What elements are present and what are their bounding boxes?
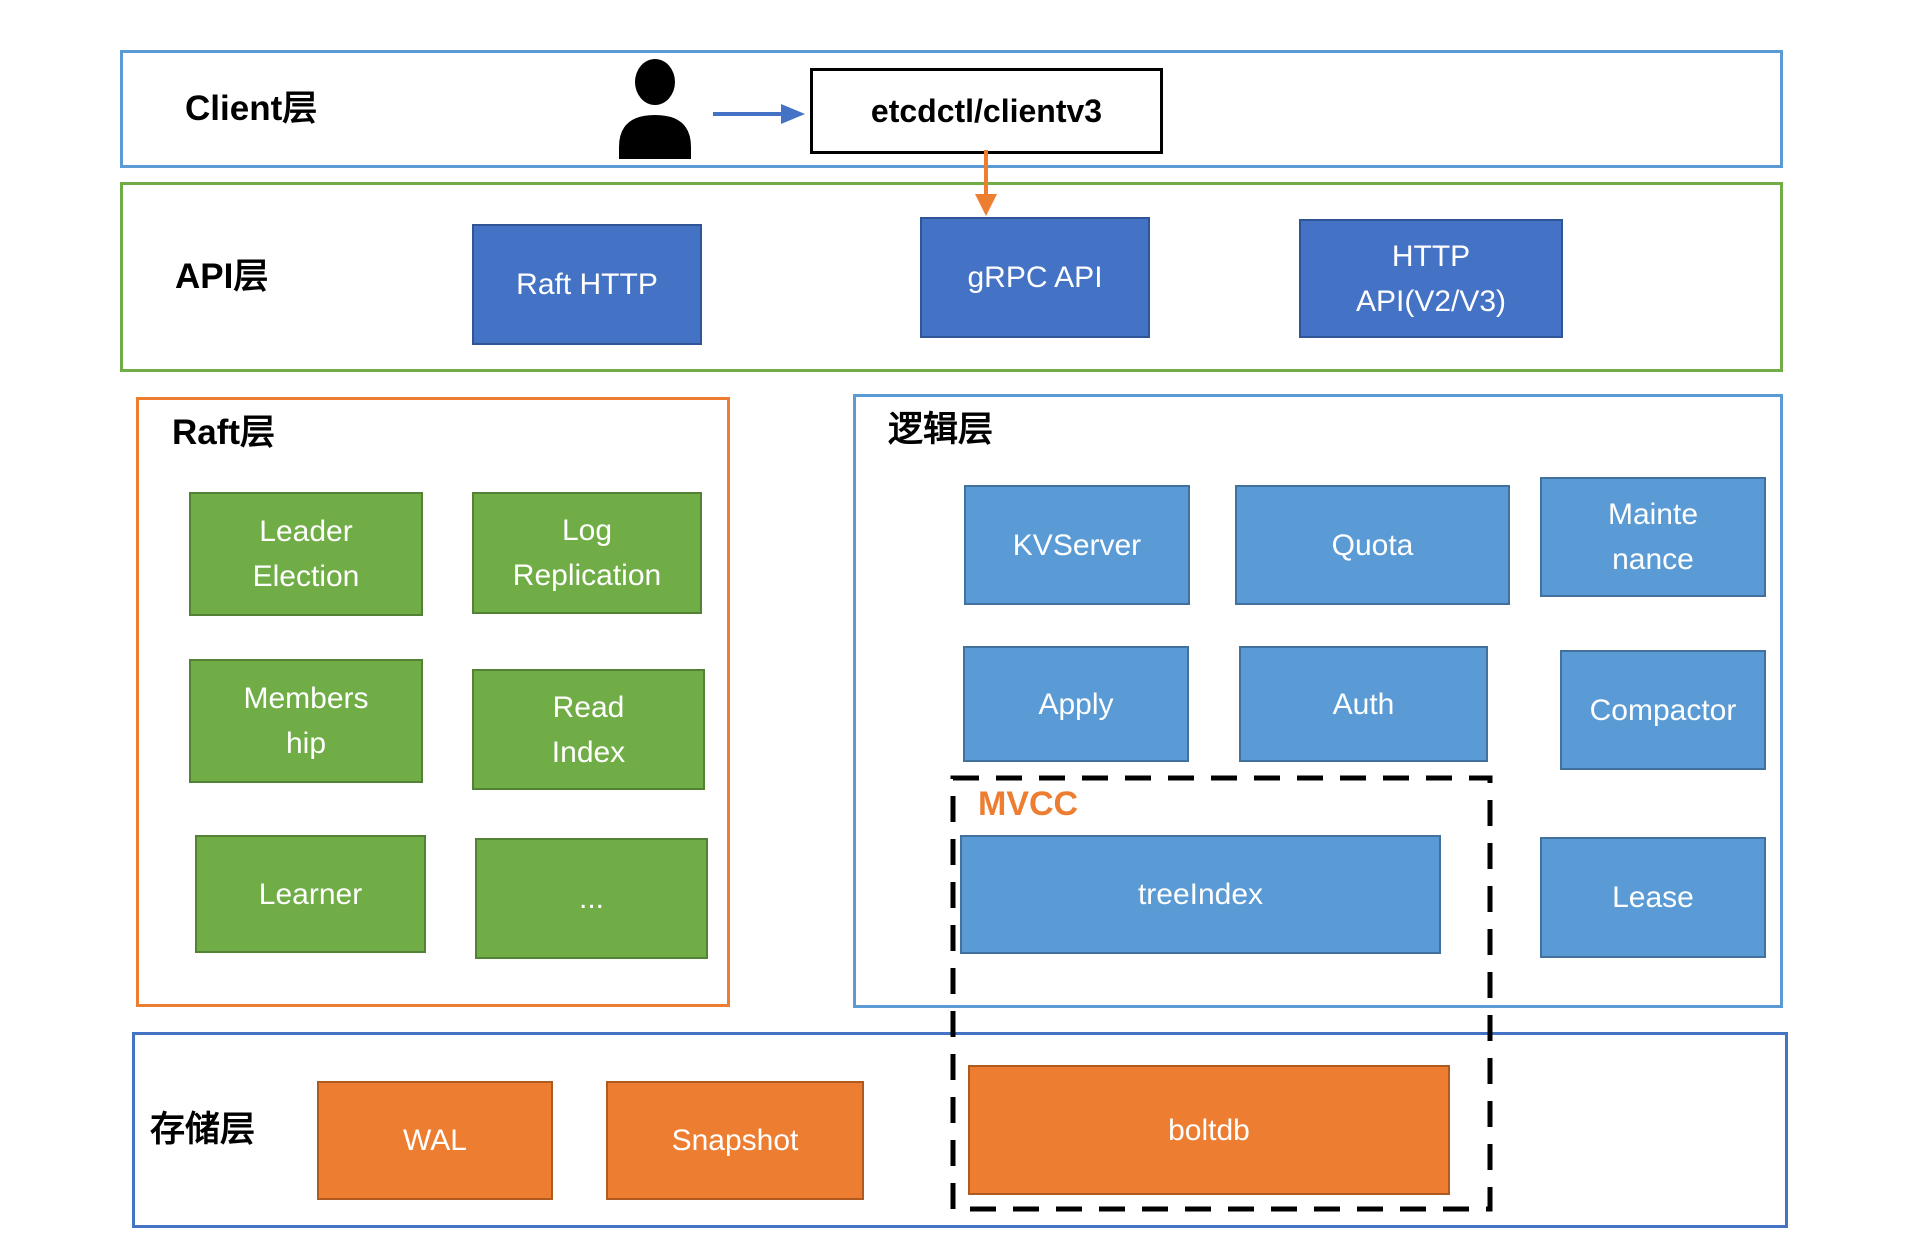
kvserver-node: KVServer [964,485,1190,605]
logic-layer-title: 逻辑层 [888,410,994,449]
etcdctl-clientv3-box: etcdctl/clientv3 [810,68,1163,154]
quota-node: Quota [1235,485,1510,605]
wal-node: WAL [317,1081,553,1200]
user-icon [619,59,691,159]
client-layer: Client层 etcdctl/clientv3 [120,50,1783,168]
read-index-node: Read Index [472,669,705,790]
maintenance-node: Mainte nance [1540,477,1766,597]
grpc-api-node: gRPC API [920,217,1150,338]
raft-http-node: Raft HTTP [472,224,702,345]
mvcc-label: MVCC [978,785,1079,823]
auth-node: Auth [1239,646,1488,762]
more-node: ... [475,838,708,959]
membership-node: Members hip [189,659,423,783]
api-layer-title: API层 [175,256,269,296]
http-api-node: HTTP API(V2/V3) [1299,219,1563,338]
compactor-node: Compactor [1560,650,1766,770]
apply-node: Apply [963,646,1189,762]
leader-election-node: Leader Election [189,492,423,616]
api-layer: API层 Raft HTTP gRPC API HTTP API(V2/V3) [120,182,1783,372]
learner-node: Learner [195,835,426,953]
logic-layer: 逻辑层 KVServer Quota Mainte nance Apply Au… [853,394,1783,1212]
arrow-right-icon [713,104,805,124]
mvcc-group: MVCC treeIndex [950,775,1493,1212]
client-layer-title: Client层 [185,88,318,128]
snapshot-node: Snapshot [606,1081,864,1200]
raft-layer: Raft层 Leader Election Log Replication Me… [136,397,730,1007]
storage-layer-title: 存储层 [150,1109,256,1149]
log-replication-node: Log Replication [472,492,702,614]
arrow-down-icon [975,150,997,216]
lease-node: Lease [1540,837,1766,958]
raft-layer-title: Raft层 [172,413,276,452]
treeindex-node: treeIndex [960,835,1441,954]
